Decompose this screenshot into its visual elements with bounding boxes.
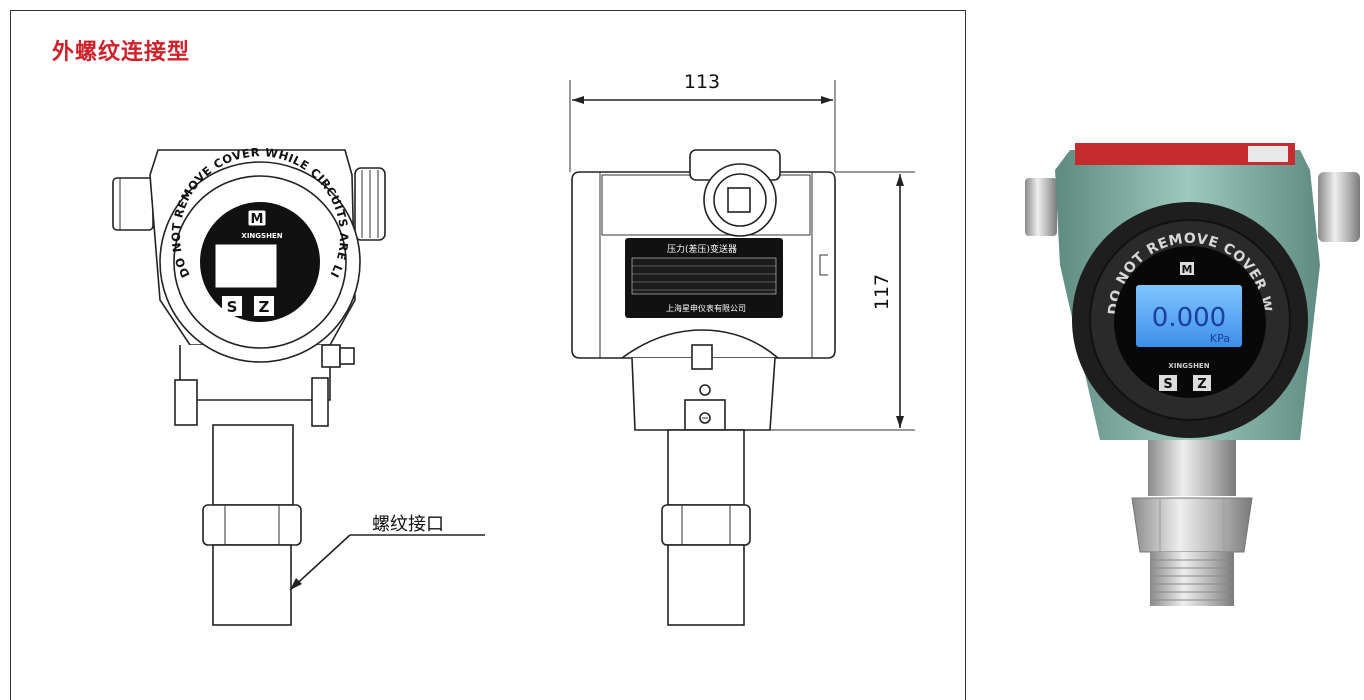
photo-stem (1148, 440, 1236, 496)
ground-screw (321, 344, 355, 368)
photo-logo-badge (1180, 262, 1194, 275)
photo-hex-nut (1131, 497, 1253, 553)
photo-brand: XINGSHEN (1168, 362, 1209, 370)
photo-lcd (1136, 285, 1242, 347)
page-title: 外螺纹连接型 (52, 40, 191, 65)
photo-display-value: 0.000 (1152, 303, 1226, 333)
left-cable-gland (112, 177, 154, 231)
external-thread (212, 544, 292, 626)
photo-button-s (1159, 375, 1177, 391)
photo-display-unit: KPa (1210, 332, 1230, 345)
right-cable-gland (354, 167, 386, 241)
photo-button-s-label: S (1163, 377, 1172, 392)
dim-height-label: 117 (871, 274, 893, 310)
photo-button-z-label: Z (1197, 377, 1206, 392)
product-photo: DO NOT REMOVE COVER WHILE CIRCUITS ARE L… (1020, 140, 1360, 606)
dim-width-label: 113 (684, 71, 720, 93)
height-dimension: 117 (770, 171, 915, 431)
side-neck (621, 329, 779, 431)
hex-nut (202, 504, 302, 546)
front-view-drawing: DO NOT REMOVE COVER WHILE CIRCUITS ARE L… (100, 130, 485, 626)
photo-logo-letter: M (1182, 263, 1193, 276)
width-dimension: 113 (569, 71, 836, 172)
side-hex-nut (661, 504, 751, 546)
button-z (254, 296, 274, 316)
photo-thread (1150, 552, 1234, 606)
photo-left-gland (1025, 178, 1057, 236)
side-thread (667, 544, 745, 626)
stem (212, 424, 294, 506)
button-s-label: S (227, 298, 238, 316)
photo-warning-label (1075, 143, 1295, 165)
photo-right-gland (1318, 172, 1360, 242)
side-stem (667, 429, 745, 506)
brand-text: XINGSHEN (241, 232, 282, 240)
callout-label: 螺纹接口 (372, 514, 444, 535)
photo-button-z (1193, 375, 1211, 391)
logo-badge (247, 209, 267, 227)
top-gland (689, 149, 781, 237)
logo-letter: M (251, 212, 264, 227)
nameplate: 压力(差压)变送器 上海星申仪表有限公司 (625, 238, 783, 318)
thread-callout: 螺纹接口 (289, 514, 485, 591)
button-z-label: Z (259, 298, 270, 316)
lcd-window (214, 243, 278, 289)
side-view-drawing: 113 117 压力(差压)变送器 上海星申仪表有限公司 (569, 71, 915, 626)
nameplate-company: 上海星申仪表有限公司 (666, 303, 746, 313)
nameplate-title: 压力(差压)变送器 (667, 243, 737, 255)
button-s (222, 296, 242, 316)
